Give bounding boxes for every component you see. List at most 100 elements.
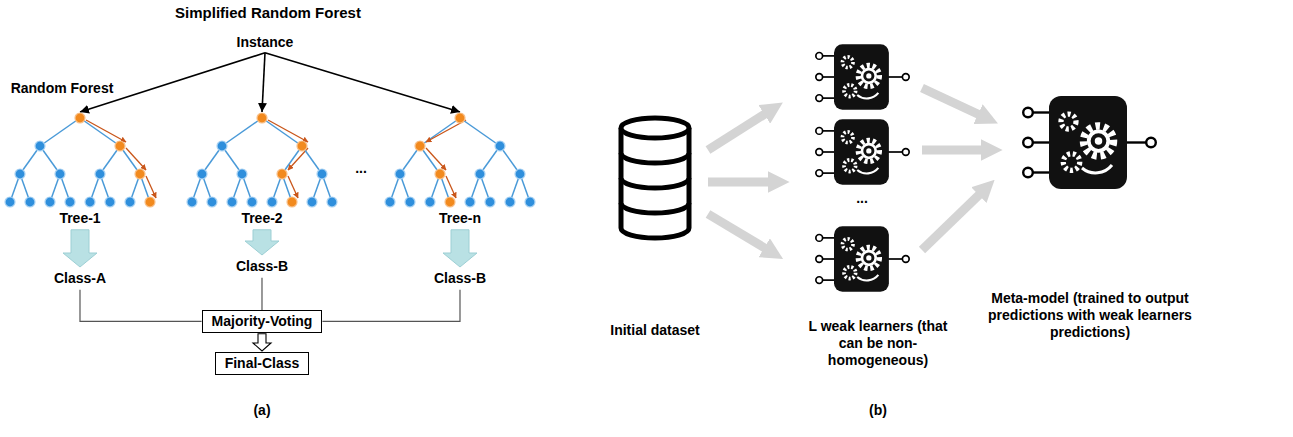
- voting-box: Majority-Voting: [202, 310, 323, 333]
- tree-node: [405, 197, 415, 207]
- tree-node: [515, 169, 525, 179]
- tree-node: [197, 169, 207, 179]
- component-label: L weak learners (that can be non-homogen…: [803, 318, 953, 368]
- tree-node: [525, 197, 535, 207]
- ellipsis: ...: [856, 190, 868, 207]
- tree-node: [385, 197, 395, 207]
- component-label: Meta-model (trained to output prediction…: [973, 290, 1208, 340]
- tree-node: [317, 169, 327, 179]
- path-arrow: [146, 176, 156, 198]
- ellipsis: ...: [355, 160, 367, 177]
- path-arrow: [86, 120, 126, 142]
- tree-node: [505, 197, 515, 207]
- panel-label: (a): [253, 402, 270, 419]
- tree-node: [475, 169, 485, 179]
- tree-node: [435, 169, 445, 179]
- tree-node: [45, 197, 55, 207]
- component-label: Initial dataset: [610, 322, 699, 339]
- tree-node: [125, 197, 135, 207]
- result-box: Final-Class: [215, 352, 310, 375]
- instance-label: Instance: [237, 34, 294, 51]
- connector: [322, 290, 460, 322]
- tree-branch: [80, 118, 120, 146]
- block-arrow: [253, 334, 271, 351]
- tree-node: [145, 197, 155, 207]
- flow-arrows: [708, 88, 985, 250]
- panel-label: (b): [869, 402, 887, 419]
- class-label: Class-A: [54, 270, 106, 287]
- node-text: Majority-Voting: [212, 313, 313, 330]
- tree-node: [55, 169, 65, 179]
- tree-node: [455, 113, 465, 123]
- class-label: Class-B: [236, 258, 288, 275]
- block-arrow: [443, 230, 477, 267]
- tree-node: [297, 141, 307, 151]
- tree-node: [415, 141, 425, 151]
- tree-node: [135, 169, 145, 179]
- tree-node: [217, 141, 227, 151]
- tree-node: [485, 197, 495, 207]
- tree-node: [115, 141, 125, 151]
- decision-tree: Tree-1: [0, 110, 160, 227]
- node-text: Tree-1: [0, 210, 160, 227]
- meta-model-icon: [1023, 96, 1156, 189]
- weak-learner-icon: [816, 44, 909, 109]
- tree-illustration: [0, 110, 160, 210]
- database-icon: [621, 118, 689, 238]
- path-arrow: [446, 176, 456, 198]
- tree-node: [425, 197, 435, 207]
- tree-illustration: [182, 110, 342, 210]
- node-text: Instance: [237, 34, 294, 51]
- figure-title: Simplified Random Forest: [175, 4, 361, 21]
- node-text: Class-B: [434, 270, 486, 287]
- tree-node: [85, 197, 95, 207]
- tree-node: [495, 141, 505, 151]
- tree-node: [227, 197, 237, 207]
- weak-learner-icon: [816, 119, 909, 184]
- tree-node: [247, 197, 257, 207]
- class-label: Class-B: [434, 270, 486, 287]
- connector: [262, 53, 265, 112]
- tree-node: [257, 113, 267, 123]
- tree-node: [15, 169, 25, 179]
- tree-node: [207, 197, 217, 207]
- tree-branch: [460, 118, 500, 146]
- tree-node: [237, 169, 247, 179]
- tree-node: [65, 197, 75, 207]
- node-text: Final-Class: [225, 355, 300, 372]
- connector: [261, 278, 262, 310]
- block-arrow: [63, 230, 97, 267]
- path-arrow: [426, 148, 446, 170]
- tree-node: [287, 197, 297, 207]
- tree-node: [5, 197, 15, 207]
- node-text: Tree-2: [182, 210, 342, 227]
- tree-branch: [222, 118, 262, 146]
- path-arrow: [268, 120, 308, 142]
- tree-node: [35, 141, 45, 151]
- section-label: Random Forest: [11, 80, 114, 97]
- tree-branch: [40, 118, 80, 146]
- tree-node: [395, 169, 405, 179]
- node-text: Class-B: [236, 258, 288, 275]
- tree-node: [465, 197, 475, 207]
- tree-node: [95, 169, 105, 179]
- path-arrow: [126, 148, 146, 170]
- tree-branch: [262, 118, 302, 146]
- path-arrow: [288, 176, 298, 198]
- tree-node: [75, 113, 85, 123]
- tree-node: [307, 197, 317, 207]
- connector: [265, 53, 460, 112]
- block-arrow: [245, 230, 279, 255]
- weak-learner-icon: [816, 226, 909, 291]
- tree-node: [267, 197, 277, 207]
- tree-node: [105, 197, 115, 207]
- tree-node: [277, 169, 287, 179]
- node-text: Tree-n: [380, 210, 540, 227]
- tree-node: [445, 197, 455, 207]
- tree-illustration: [380, 110, 540, 210]
- tree-node: [187, 197, 197, 207]
- decision-tree: Tree-2: [182, 110, 342, 227]
- tree-node: [327, 197, 337, 207]
